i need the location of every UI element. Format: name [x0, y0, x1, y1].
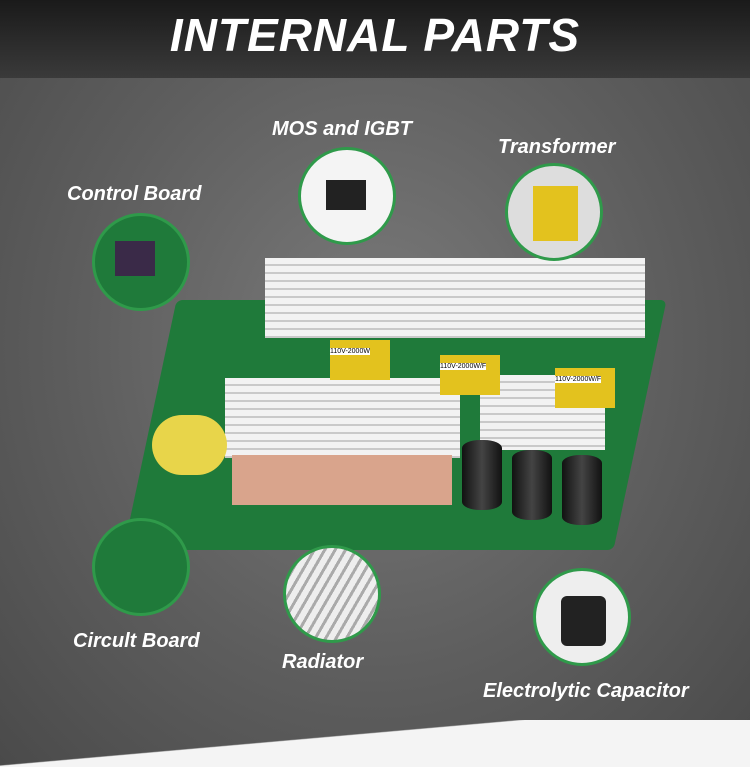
transformer-3: 110V-2000W/F — [555, 368, 615, 408]
capacitor — [562, 455, 602, 525]
label-transformer: Transformer — [498, 136, 616, 158]
front-heatsink — [225, 378, 460, 458]
label-electrolytic-capacitor: Electrolytic Capacitor — [483, 680, 689, 702]
capacitor-thumbnail — [533, 568, 631, 666]
mos-igbt-thumbnail — [298, 147, 396, 245]
capacitor — [512, 450, 552, 520]
label-radiator: Radiator — [282, 651, 364, 673]
rear-heatsink — [265, 258, 645, 338]
label-circuit-board: Circult Board — [73, 630, 200, 652]
radiator-thumbnail — [283, 545, 381, 643]
floor-highlight — [0, 720, 750, 767]
transformer-thumbnail — [505, 163, 603, 261]
label-mos-igbt: MOS and IGBT — [272, 118, 412, 140]
transformer-marking: 110V-2000W/F — [555, 376, 602, 383]
transformer-1: 110V-2000W — [330, 340, 390, 380]
transformer-2: 110V-2000W/F — [440, 355, 500, 395]
control-board-thumbnail — [92, 213, 190, 311]
capacitor — [462, 440, 502, 510]
transformer-marking: 110V-2000W — [330, 348, 370, 355]
mosfet-row — [232, 455, 452, 505]
label-control-board: Control Board — [67, 183, 202, 205]
circuit-board-thumbnail — [92, 518, 190, 616]
header-band — [0, 0, 750, 78]
toroid-inductor — [152, 415, 227, 475]
page-title: INTERNAL PARTS — [169, 9, 581, 61]
transformer-marking: 110V-2000W/F — [440, 363, 487, 370]
